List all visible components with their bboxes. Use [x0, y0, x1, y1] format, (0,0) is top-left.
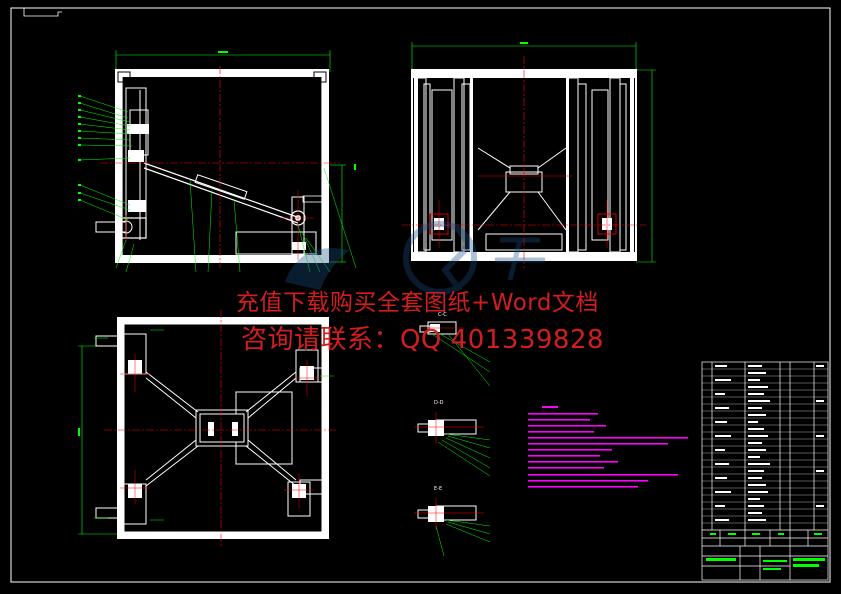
watermark-line-1: 充值下载购买全套图纸+Word文档	[236, 290, 599, 316]
corner-mark	[23, 8, 62, 17]
section-label-c-c: C-C	[438, 312, 447, 318]
parts-list-rows	[702, 368, 828, 524]
top-view	[78, 310, 336, 546]
title-block-green-fields	[706, 533, 825, 570]
section-details	[414, 321, 491, 557]
side-view	[402, 42, 656, 268]
section-label-d-d: D-D	[434, 400, 444, 406]
front-view	[78, 50, 357, 273]
watermark-line-2: 咨询请联系：QQ 401339828	[240, 325, 605, 355]
parts-list-text-marks	[715, 365, 824, 521]
sheet-border	[10, 7, 831, 583]
technical-notes-block	[528, 406, 688, 488]
watermark-logo	[285, 221, 545, 295]
section-label-e-e: E-E	[434, 486, 443, 492]
